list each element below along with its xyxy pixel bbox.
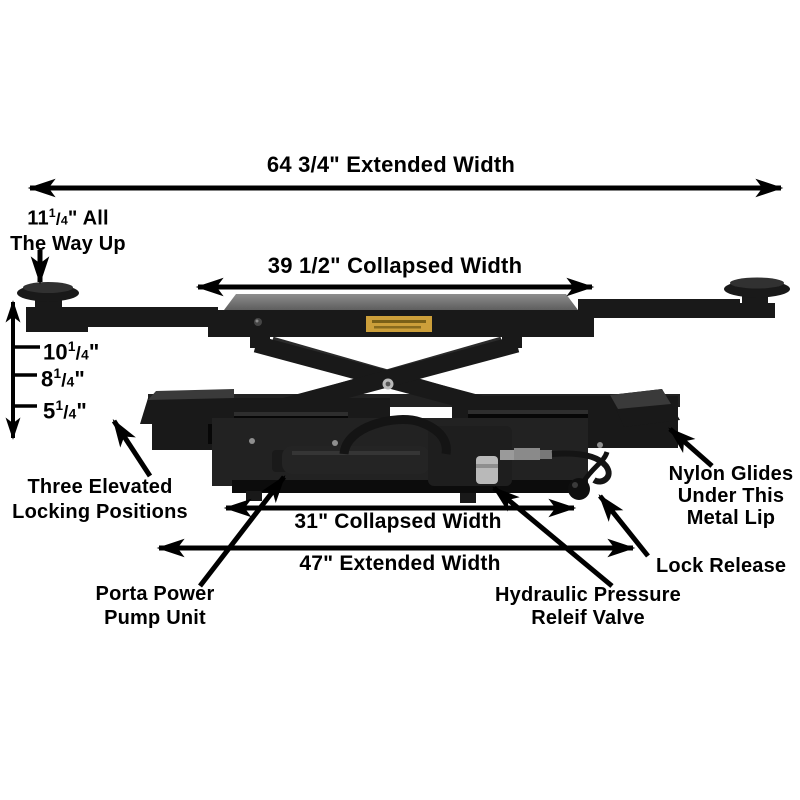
leader-arrows xyxy=(111,419,714,588)
leader-pump xyxy=(198,475,286,588)
label-nylon-glides: Nylon Glides Under This Metal Lip xyxy=(668,463,794,529)
left-metal-lip xyxy=(140,394,234,424)
hydraulic-hose xyxy=(339,415,451,455)
label-relief-valve: Hydraulic Pressure Releif Valve xyxy=(495,584,681,629)
leader-nylon-glides xyxy=(668,427,714,468)
leader-lock-release xyxy=(598,494,650,558)
warning-sticker xyxy=(366,316,432,332)
label-extended-width-bottom: 47" Extended Width xyxy=(299,552,501,575)
leader-locking-positions xyxy=(111,419,153,478)
leader-relief-valve xyxy=(492,486,614,588)
label-locking-positions: Three Elevated Locking Positions xyxy=(12,476,188,523)
label-collapsed-width-bottom: 31" Collapsed Width xyxy=(294,510,502,533)
arrow-height-scale xyxy=(5,300,40,440)
right-rubber-pad xyxy=(724,277,790,318)
label-max-height: 111/4" All The Way Up xyxy=(10,206,126,255)
label-height-5: 51/4" xyxy=(43,398,88,424)
left-rubber-pad xyxy=(17,282,79,310)
label-pump: Porta Power Pump Unit xyxy=(95,583,215,629)
lock-release-knob xyxy=(568,451,610,500)
label-extended-width-top: 64 3/4" Extended Width xyxy=(266,152,516,177)
pressure-relief-valve-knob xyxy=(476,456,498,484)
jack-illustration xyxy=(17,277,790,503)
label-collapsed-width-top: 39 1/2" Collapsed Width xyxy=(267,253,523,278)
label-height-10: 101/4" xyxy=(43,339,100,365)
porta-power-pump xyxy=(272,415,612,500)
label-height-8: 81/4" xyxy=(41,366,86,392)
label-lock-release: Lock Release xyxy=(656,555,787,577)
lifting-platform xyxy=(208,294,594,337)
left-lift-arm xyxy=(26,307,218,332)
